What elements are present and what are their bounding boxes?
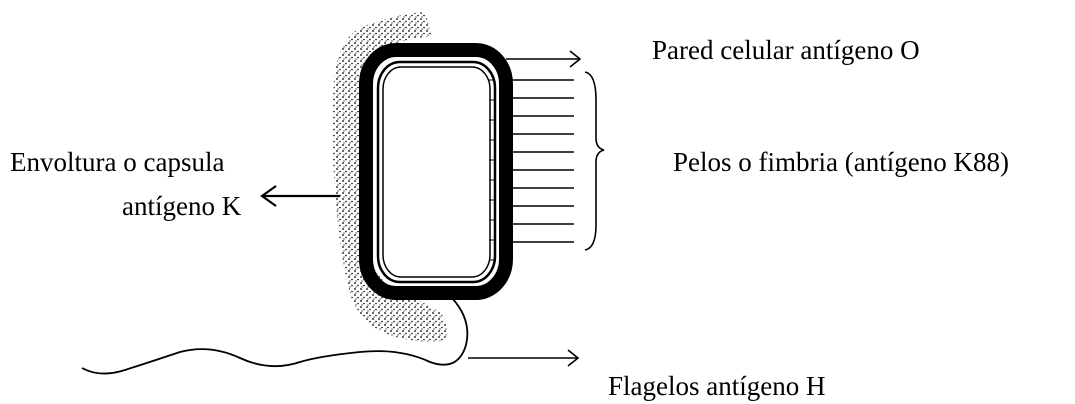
cell-membrane (378, 62, 495, 282)
flagella-label: Flagelos antígeno H (608, 370, 825, 402)
pili-label: Pelos o fimbria (antígeno K88) (673, 146, 1009, 178)
pili (510, 80, 574, 242)
capsule-label-line2: antígeno K (122, 190, 241, 222)
capsule-arrow (262, 186, 340, 206)
capsule-label-line1: Envoltura o capsula (10, 146, 224, 178)
cell-wall-label: Pared celular antígeno O (652, 34, 920, 66)
flagella-arrow (468, 350, 578, 366)
pili-brace (585, 72, 604, 250)
cell-wall-arrow (506, 51, 580, 67)
